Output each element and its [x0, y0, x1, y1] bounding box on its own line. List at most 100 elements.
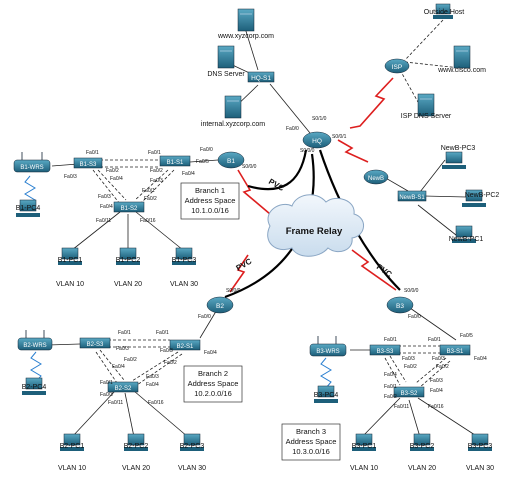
switch-b1-s2[interactable] — [113, 201, 145, 213]
if-b1s1-fa0-4: Fa0/4 — [182, 171, 195, 177]
if-b2s1-fa0-1: Fa0/1 — [156, 330, 169, 336]
if-b1s2-fa0-2: Fa0/2 — [144, 196, 157, 202]
router-b1[interactable] — [217, 151, 245, 169]
branch3-info-box: Branch 3 Address Space 10.3.0.0/16 — [281, 423, 341, 461]
switch-newb-s1[interactable] — [397, 190, 427, 202]
label-b2-s3: B2-S3 — [87, 342, 104, 348]
switch-b1-s1[interactable] — [159, 155, 191, 167]
label-dns-server: DNS Server — [207, 71, 245, 78]
label-b1-pc2: B1-PC2 — [116, 257, 141, 264]
pc-b3-pc2[interactable] — [410, 433, 434, 451]
label-newb-pc2: NewB-PC2 — [465, 192, 500, 199]
wan-serial-links — [229, 77, 397, 293]
wireless-router-b1-wrs[interactable] — [13, 152, 51, 173]
if-b1s1-fa0-3: Fa0/3 — [150, 178, 163, 184]
if-b3s1-fa0-3: Fa0/3 — [432, 356, 445, 362]
label-internal-xyzcorp: internal.xyzcorp.com — [201, 121, 265, 128]
pc-b1-pc3[interactable] — [172, 247, 196, 265]
server-isp-dns[interactable] — [417, 93, 435, 117]
label-newb-s1: NewB-S1 — [399, 195, 425, 201]
if-b1-fa0-0: Fa0/0 — [200, 147, 213, 153]
if-hq-fa0-0: Fa0/0 — [286, 126, 299, 132]
label-b1-pc1: B1-PC1 — [58, 257, 83, 264]
if-b2s2-fa0-3: Fa0/3 — [146, 374, 159, 380]
if-b1s1-fa0-2: Fa0/2 — [150, 168, 163, 174]
label-b3-pc2: B3-PC2 — [410, 443, 435, 450]
interface-labels: S0/1/0 Fa0/0 S0/0/1 S0/0/0 Fa0/0 S0/0/0 … — [64, 116, 487, 410]
label-b1-pc4: B1-PC4 — [16, 205, 41, 212]
if-b3-fa0-0: Fa0/0 — [408, 314, 421, 320]
label-b3: B3 — [396, 303, 404, 310]
server-www-cisco[interactable] — [453, 45, 471, 69]
switch-b3-s3[interactable] — [369, 344, 401, 356]
wireless-router-b2-wrs[interactable] — [17, 330, 53, 351]
label-b3-s1: B3-S1 — [447, 349, 464, 355]
pc-newb-pc2[interactable] — [462, 189, 486, 207]
pc-b1-pc2[interactable] — [116, 247, 140, 265]
branch2-name: Branch 2 — [198, 369, 228, 378]
pc-b2-pc2[interactable] — [124, 433, 148, 451]
switch-b3-s1[interactable] — [439, 344, 471, 356]
router-b2[interactable] — [206, 296, 234, 314]
pc-outside-host[interactable] — [433, 3, 453, 19]
label-b2-s1: B2-S1 — [177, 344, 194, 350]
switch-hq-s1[interactable] — [247, 71, 275, 83]
server-www-xyzcorp[interactable] — [237, 8, 255, 32]
pc-newb-pc1[interactable] — [452, 225, 476, 243]
if-b3s3-fa0-3: Fa0/3 — [402, 356, 415, 362]
if-b2s2-fa0-3b: Fa0/3 — [100, 392, 113, 398]
router-hq[interactable] — [302, 131, 332, 149]
label-b1: B1 — [227, 158, 235, 165]
branch1-subnet: 10.1.0.0/16 — [191, 206, 229, 215]
switch-b2-s2[interactable] — [107, 381, 139, 393]
wireless-router-b3-wrs[interactable] — [309, 336, 347, 357]
server-internal-xyzcorp[interactable] — [224, 95, 242, 119]
if-b3s2-fa0-1: Fa0/1 — [384, 384, 397, 390]
b1-vlan10: VLAN 10 — [56, 281, 84, 288]
pc-b3-pc3[interactable] — [468, 433, 492, 451]
if-b3s3-fa0-2: Fa0/2 — [404, 364, 417, 370]
switch-b2-s1[interactable] — [169, 339, 201, 351]
if-b2s3-fa0-2: Fa0/2 — [124, 357, 137, 363]
label-outside-host: Outside Host — [424, 9, 465, 16]
if-b1s1-fa0-1: Fa0/1 — [148, 150, 161, 156]
server-dns[interactable] — [217, 45, 235, 69]
label-hq-s1: HQ-S1 — [251, 75, 271, 82]
if-b1s3-fa0-3: Fa0/3 — [64, 174, 77, 180]
b2-vlan30: VLAN 30 — [178, 465, 206, 472]
pc-b2-pc1[interactable] — [60, 433, 84, 451]
pc-b3-pc1[interactable] — [352, 433, 376, 451]
router-newb[interactable] — [363, 169, 389, 185]
label-b1-wrs: B1-WRS — [20, 165, 43, 171]
pc-b1-pc1[interactable] — [58, 247, 82, 265]
if-b2-fa0-0: Fa0/0 — [198, 314, 211, 320]
pc-b2-pc4[interactable] — [22, 377, 46, 395]
frame-relay-label: Frame Relay — [286, 226, 343, 237]
branch1-address-label: Address Space — [185, 196, 236, 205]
frame-relay-cloud: Frame Relay — [267, 194, 364, 257]
label-b1-s2: B1-S2 — [121, 206, 138, 212]
b1-vlan20: VLAN 20 — [114, 281, 142, 288]
b3-vlan10: VLAN 10 — [350, 465, 378, 472]
pc-b1-pc4[interactable] — [16, 199, 40, 217]
switch-b1-s3[interactable] — [73, 157, 103, 169]
label-b2-pc3: B2-PC3 — [180, 443, 205, 450]
router-b3[interactable] — [386, 296, 414, 314]
vlan-labels: VLAN 10 VLAN 20 VLAN 30 VLAN 10 VLAN 20 … — [56, 281, 494, 472]
label-b1-pc3: B1-PC3 — [172, 257, 197, 264]
b2-vlan20: VLAN 20 — [122, 465, 150, 472]
label-newb: NewB — [368, 176, 384, 182]
switch-b2-s3[interactable] — [79, 337, 111, 349]
if-b1s2-fa0-3: Fa0/3 — [98, 194, 111, 200]
if-b3s2-fa0-3: Fa0/3 — [430, 378, 443, 384]
pc-b3-pc4[interactable] — [314, 385, 338, 403]
branch3-subnet: 10.3.0.0/16 — [292, 447, 330, 456]
if-b2s1-fa0-3: Fa0/3 — [160, 348, 173, 354]
switch-b3-s2[interactable] — [393, 386, 425, 398]
if-b2s2-fa0-1: Fa0/1 — [100, 380, 113, 386]
pc-newb-pc3[interactable] — [442, 151, 466, 169]
label-isp: ISP — [392, 64, 402, 71]
pc-b2-pc3[interactable] — [180, 433, 204, 451]
if-b3-s0-0-0: S0/0/0 — [404, 288, 419, 294]
router-isp[interactable] — [384, 58, 410, 74]
